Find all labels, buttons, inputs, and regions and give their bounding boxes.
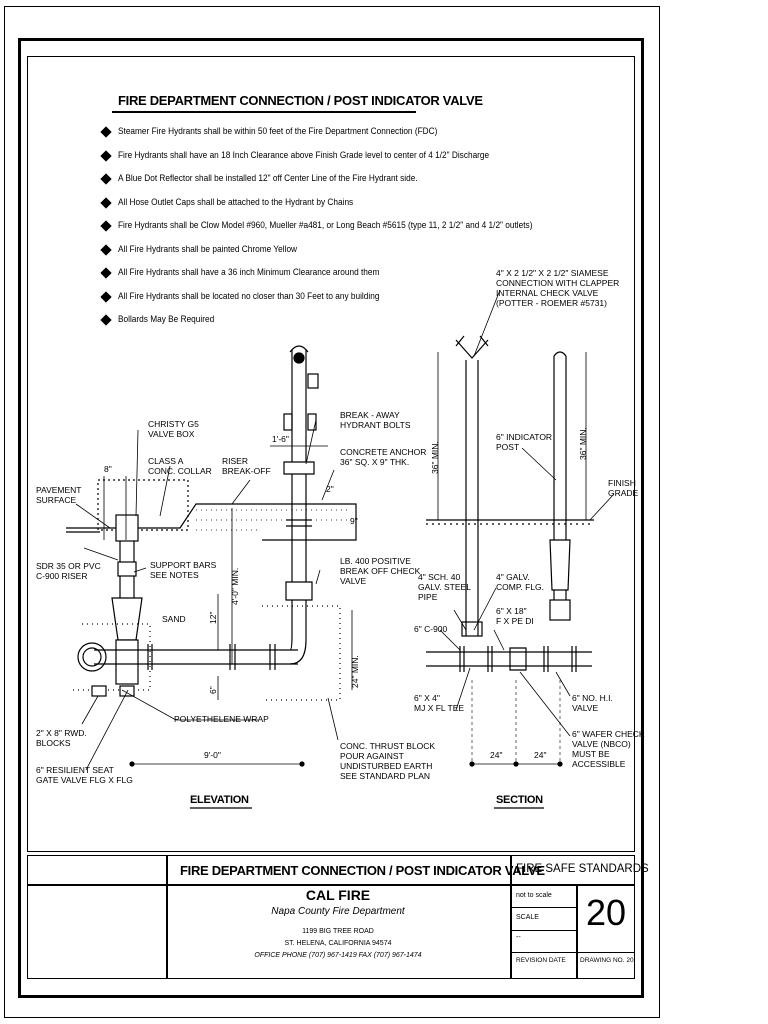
label-piv: 6" INDICATOR POST — [496, 432, 553, 452]
gate-valve — [111, 597, 143, 641]
label-anchor: CONCRETE ANCHOR 36" SQ. X 9" THK. — [340, 447, 427, 467]
dim-24-b: 24" — [534, 750, 547, 760]
label-galv: 4" GALV. COMP. FLG. — [496, 572, 545, 592]
section-main-pipe — [426, 651, 592, 667]
label-sdr: SDR 35 OR PVC C-900 RISER — [36, 561, 101, 581]
label-sand: SAND — [162, 614, 186, 624]
label-breakaway: BREAK - AWAY HYDRANT BOLTS — [340, 410, 411, 430]
dim-9: 9" — [350, 516, 358, 526]
main-title-underline — [112, 111, 416, 113]
label-resilient: 6" RESILIENT SEAT GATE VALVE FLG X FLG — [36, 765, 133, 785]
label-lb400: LB. 400 POSITIVE BREAK OFF CHECK VALVE — [340, 556, 421, 586]
label-pavement: PAVEMENT SURFACE — [36, 485, 82, 505]
note-text: All Fire Hydrants shall have a 36 inch M… — [118, 267, 380, 277]
main-title: FIRE DEPARTMENT CONNECTION / POST INDICA… — [118, 93, 483, 108]
note-text: Fire Hydrants shall be Clow Model #960, … — [118, 220, 533, 230]
address-line-1: 1199 BIG TREE ROAD — [302, 928, 374, 935]
note-text: All Fire Hydrants shall be painted Chrom… — [118, 243, 298, 254]
fire-safe-standards: FIRE SAFE STANDARDS — [516, 863, 649, 875]
label-c900: 6" C-900 — [414, 624, 448, 634]
title-block-title: FIRE DEPARTMENT CONNECTION / POST INDICA… — [180, 863, 545, 878]
label-finish-grade: FINISH GRADE — [608, 478, 639, 498]
title-block-line-2 — [510, 930, 576, 931]
scale-dashes: -- — [516, 934, 521, 941]
grade-line — [66, 503, 357, 541]
title-block — [27, 855, 635, 979]
label-x18: 6" X 18" F X PE DI — [496, 606, 534, 626]
paper-edge — [4, 6, 660, 1018]
dim-6: 6" — [208, 686, 218, 694]
drawing-number-label: DRAWING NO. 20 — [580, 957, 634, 964]
title-block-divider-v2 — [510, 855, 512, 979]
check-valve — [285, 581, 313, 601]
elevation-drawing — [66, 345, 357, 771]
note-text: All Hose Outlet Caps shall be attached t… — [118, 196, 354, 207]
note-text: Bollards May Be Required — [118, 314, 215, 324]
drawing-area-border — [27, 56, 635, 852]
dim-12: 12" — [208, 611, 218, 624]
main-pipe — [94, 649, 298, 665]
title-block-divider — [27, 884, 635, 886]
label-thrust: CONC. THRUST BLOCK POUR AGAINST UNDISTUR… — [340, 741, 436, 781]
phone-line: OFFICE PHONE (707) 967-1419 FAX (707) 96… — [254, 952, 422, 959]
dim-36-min-b: 36" MIN. — [578, 427, 588, 460]
siamese-head — [455, 335, 489, 359]
label-poly: POLYETHELENE WRAP — [174, 714, 269, 724]
title-block-line-1 — [510, 907, 576, 908]
title-block-divider-v3 — [576, 884, 578, 979]
note-text: A Blue Dot Reflector shall be installed … — [118, 173, 418, 183]
note-text: Steamer Fire Hydrants shall be within 50… — [118, 126, 438, 136]
label-riser: RISER BREAK-OFF — [222, 456, 271, 476]
label-class-a: CLASS A CONC. COLLAR — [148, 456, 212, 476]
dim-2: 2" — [326, 484, 334, 494]
dim-9-0: 9'-0" — [204, 750, 221, 760]
label-tee: 6" X 4" MJ X FL TEE — [414, 693, 465, 713]
label-rwd: 2" X 8" RWD. BLOCKS — [36, 728, 87, 748]
label-support: SUPPORT BARS SEE NOTES — [150, 560, 217, 580]
title-block-line-3 — [510, 952, 635, 953]
elevation-heading: ELEVATION — [190, 794, 249, 806]
not-to-scale: not to scale — [516, 892, 552, 899]
revision-date-label: REVISION DATE — [516, 957, 566, 964]
note-text: Fire Hydrants shall have an 18 Inch Clea… — [118, 149, 490, 160]
valve-box-collar — [97, 479, 189, 531]
scale-label: SCALE — [516, 914, 539, 921]
agency-name: CAL FIRE — [305, 887, 371, 903]
dim-36-min-a: 36" MIN. — [430, 441, 440, 474]
dim-1-6: 1'-6" — [272, 434, 289, 444]
note-text: All Fire Hydrants shall be located no cl… — [118, 290, 380, 301]
label-christy: CHRISTY G5 VALVE BOX — [148, 419, 199, 439]
hydrant-riser — [289, 350, 307, 665]
section-drawing — [426, 289, 615, 767]
label-siamese: 4" X 2 1/2" X 2 1/2" SIAMESE CONNECTION … — [496, 268, 620, 308]
dim-8: 8" — [104, 464, 112, 474]
dim-24-min: 24" MIN. — [350, 655, 360, 688]
pipe-end — [77, 642, 107, 672]
outer-border — [18, 38, 644, 998]
dim-4-min: 4'-0" MIN. — [230, 567, 240, 605]
dim-24-a: 24" — [490, 750, 503, 760]
address-line-2: ST. HELENA, CALIFORNIA 94574 — [284, 940, 392, 947]
department-name: Napa County Fire Department — [271, 906, 405, 917]
label-nrs: 6" NO. H.I. VALVE — [572, 693, 613, 713]
label-sch40: 4" SCH. 40 GALV. STEEL PIPE — [418, 572, 471, 602]
section-heading: SECTION — [496, 794, 543, 806]
valve-box — [115, 514, 139, 542]
drawing-number: 20 — [585, 892, 627, 933]
fdc-riser — [465, 360, 479, 636]
label-wafer: 6" WAFER CHECK VALVE (NBCO) MUST BE ACCE… — [572, 729, 645, 769]
title-block-divider-v1 — [166, 855, 168, 979]
breakaway-flange — [283, 461, 315, 475]
